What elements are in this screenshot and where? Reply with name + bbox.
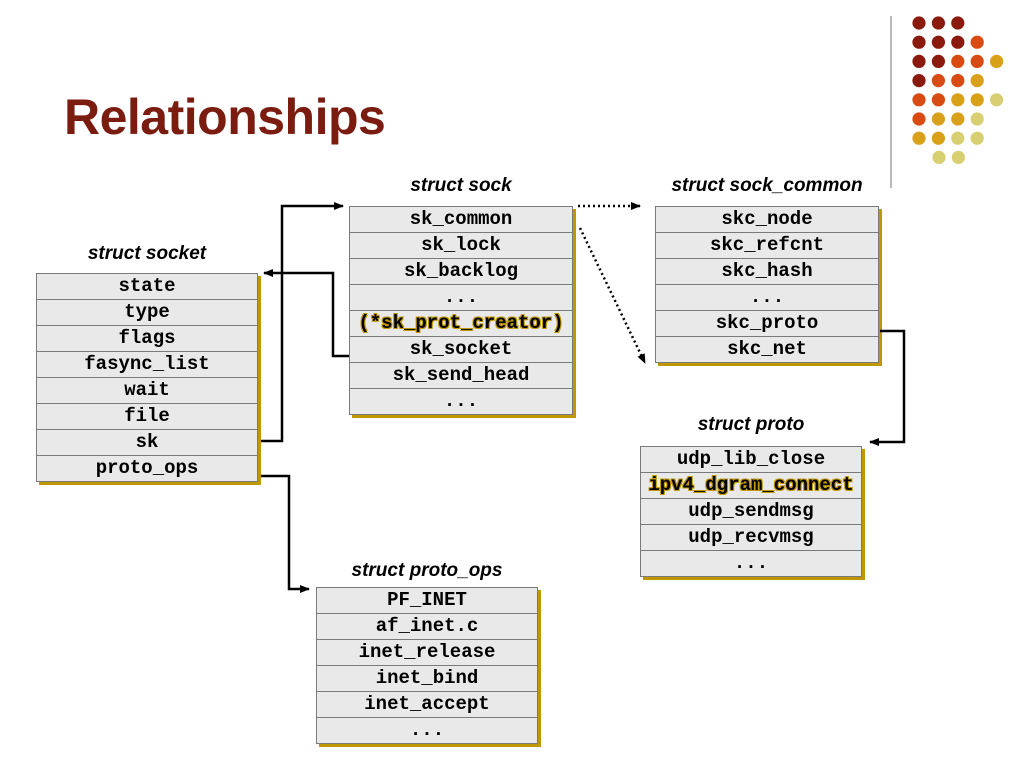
sock-field-sk-socket: sk_socket <box>349 336 573 363</box>
decorative-dot <box>951 74 965 88</box>
decorative-dot <box>912 74 926 88</box>
decorative-dot <box>970 74 984 88</box>
arrow-proto-ops-to-struct <box>261 474 310 593</box>
decorative-dot <box>951 150 966 164</box>
arrow-sk-socket-to-socket <box>263 269 349 358</box>
proto-field-udp-sendmsg: udp_sendmsg <box>640 498 862 525</box>
decorative-dot <box>912 16 926 30</box>
sock-field-sk-prot-creator: (*sk_prot_creator) <box>349 310 573 337</box>
decorative-dot <box>951 112 965 126</box>
sock-field-sk-lock: sk_lock <box>349 232 573 259</box>
decorative-dot <box>931 16 946 30</box>
decorative-dot <box>912 131 926 145</box>
arrow-sock-to-skc-net <box>578 227 647 364</box>
decorative-dot <box>931 93 946 107</box>
socket-field-proto-ops: proto_ops <box>36 455 258 482</box>
struct-proto-ops-box: PF_INET af_inet.c inet_release inet_bind… <box>316 587 538 744</box>
struct-sock-common-label: struct sock_common <box>671 175 863 196</box>
sock-common-field-skc-refcnt: skc_refcnt <box>655 232 879 259</box>
sock-field-sk-backlog: sk_backlog <box>349 258 573 285</box>
decorative-dot <box>931 74 946 88</box>
struct-proto-box: udp_lib_close ipv4_dgram_connect udp_sen… <box>640 446 862 577</box>
sock-field-ellipsis-2: ... <box>349 388 573 415</box>
proto-ops-field-ellipsis: ... <box>316 717 538 744</box>
decorative-dot-grid <box>912 16 1004 164</box>
decorative-dot <box>970 93 984 107</box>
decorative-dot <box>932 150 946 164</box>
sock-field-sk-common: sk_common <box>349 206 573 233</box>
decorative-dot <box>931 131 946 145</box>
socket-field-wait: wait <box>36 377 258 404</box>
decorative-dot <box>970 112 984 126</box>
slide-title: Relationships <box>64 89 386 145</box>
sock-field-ellipsis-1: ... <box>349 284 573 311</box>
decorative-dot <box>970 54 984 68</box>
struct-sock-box: sk_common sk_lock sk_backlog ... (*sk_pr… <box>349 206 573 415</box>
decorative-dot <box>951 131 965 145</box>
proto-field-ipv4-dgram-connect: ipv4_dgram_connect <box>640 472 862 499</box>
sock-common-field-skc-net: skc_net <box>655 336 879 363</box>
decorative-dot <box>931 35 946 49</box>
decorative-dot <box>912 54 926 68</box>
decorative-dot <box>990 54 1004 68</box>
socket-field-type: type <box>36 299 258 326</box>
proto-ops-field-inet-bind: inet_bind <box>316 665 538 692</box>
decorative-dot <box>970 131 984 145</box>
socket-field-sk: sk <box>36 429 258 456</box>
sock-common-field-skc-proto: skc_proto <box>655 310 879 337</box>
decorative-dot <box>912 112 926 126</box>
decorative-dot <box>951 16 965 30</box>
decorative-dot <box>970 35 984 49</box>
decorative-dot <box>990 93 1004 107</box>
sock-common-field-skc-hash: skc_hash <box>655 258 879 285</box>
struct-socket-box: state type flags fasync_list wait file s… <box>36 273 258 482</box>
decorative-dot <box>951 54 965 68</box>
proto-ops-field-inet-release: inet_release <box>316 639 538 666</box>
decorative-dot <box>951 35 965 49</box>
vertical-divider <box>890 16 892 188</box>
struct-proto-label: struct proto <box>697 414 805 435</box>
struct-proto-ops-label: struct proto_ops <box>351 560 503 581</box>
decorative-dot <box>951 93 965 107</box>
struct-socket-label: struct socket <box>87 243 207 264</box>
decorative-dot <box>912 35 926 49</box>
struct-sock-label: struct sock <box>410 175 512 196</box>
decorative-dot <box>912 93 926 107</box>
socket-field-fasync-list: fasync_list <box>36 351 258 378</box>
proto-field-ellipsis: ... <box>640 550 862 577</box>
proto-ops-field-pf-inet: PF_INET <box>316 587 538 614</box>
struct-sock-common-box: skc_node skc_refcnt skc_hash ... skc_pro… <box>655 206 879 363</box>
decorative-dot <box>931 112 946 126</box>
decorative-dot <box>931 54 946 68</box>
arrow-skc-proto-to-proto <box>869 329 906 446</box>
arrow-sk-to-sock <box>261 202 344 443</box>
